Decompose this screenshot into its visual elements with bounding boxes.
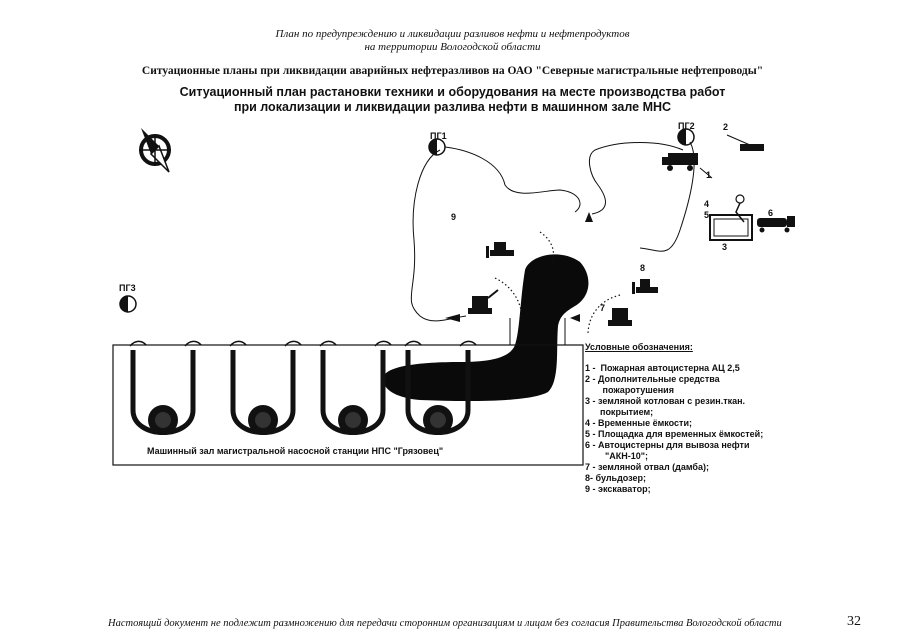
pump-unit-3 — [320, 350, 386, 435]
hydrant-pg3-icon — [119, 295, 137, 313]
header-line-2: на территории Вологодской области — [364, 41, 541, 53]
title-line-1: Ситуационный план растановки техники и о… — [179, 85, 726, 99]
legend-item-3: 3 - земляной котлован с резин.ткан. покр… — [585, 396, 746, 417]
earthen-pit-icon — [709, 194, 753, 241]
hydrant-pg2-icon — [677, 128, 695, 146]
bulldozer-icon — [486, 242, 514, 258]
header-line-1: План по предупреждению и ликвидации разл… — [275, 28, 630, 40]
dam-arc-3 — [587, 294, 621, 336]
compass-icon — [139, 128, 171, 173]
pump-unit-2 — [230, 350, 296, 435]
fire-hose-line — [410, 141, 695, 322]
number-label-2: 2 — [723, 122, 729, 132]
oil-spill-area — [383, 254, 589, 402]
pump-unit-4 — [405, 350, 471, 435]
number-label-1: 1 — [706, 170, 712, 180]
header-subtitle: Ситуационные планы при ликвидации аварий… — [141, 65, 764, 77]
number-label-3: 3 — [722, 242, 728, 252]
legend-item-8: 8- бульдозер; — [585, 473, 647, 483]
hydrant-label-pg3: ПГ3 — [119, 283, 136, 293]
marker-flag-icon — [445, 314, 460, 322]
pump-unit-1 — [130, 350, 196, 435]
number-label-4: 4 — [704, 199, 710, 209]
pump-hall-label: Машинный зал магистральной насосной стан… — [147, 446, 444, 456]
marker-flag-icon — [585, 212, 593, 222]
marker-flag-icon — [570, 314, 580, 322]
dam-arc-2 — [539, 231, 555, 263]
legend-item-1: 1 - Пожарная автоцистерна АЦ 2,5 — [585, 363, 740, 373]
legend-title: Условные обозначения: — [585, 342, 693, 352]
legend: Условные обозначения: 1 - Пожарная автоц… — [585, 342, 763, 495]
hydrant-pg1-icon — [428, 138, 446, 156]
extra-equipment-icon — [740, 144, 764, 151]
page-number: 32 — [847, 614, 861, 629]
fire-truck-icon — [662, 153, 698, 171]
number-label-6: 6 — [768, 208, 774, 218]
number-label-5: 5 — [704, 210, 710, 220]
bulldozer-icon — [632, 279, 658, 294]
hydrant-label-pg1: ПГ1 — [430, 131, 447, 141]
excavator-icon — [468, 289, 499, 314]
legend-item-5: 5 - Площадка для временных ёмкостей; — [585, 429, 764, 439]
legend-item-6: 6 - Автоцистерны для вывоза нефти "АКН-1… — [585, 440, 750, 461]
number-label-9: 9 — [451, 212, 457, 222]
footer-notice: Настоящий документ не подлежит размножен… — [108, 618, 782, 629]
title-line-2: при локализации и ликвидации разлива неф… — [233, 100, 672, 114]
tanker-truck-icon — [757, 216, 795, 233]
legend-item-2: 2 - Дополнительные средства пожаротушени… — [585, 374, 720, 395]
hydrant-label-pg2: ПГ2 — [678, 121, 695, 131]
excavator-icon — [608, 308, 632, 326]
pump-hall-building — [112, 344, 584, 466]
number-label-8: 8 — [640, 263, 646, 273]
legend-item-9: 9 - экскаватор; — [585, 484, 651, 494]
dam-arc-1 — [494, 277, 523, 321]
legend-item-7: 7 - земляной отвал (дамба); — [585, 462, 709, 472]
number-label-7: 7 — [600, 303, 606, 313]
legend-item-4: 4 - Временные ёмкости; — [585, 418, 692, 428]
pipe-stubs — [129, 340, 477, 347]
